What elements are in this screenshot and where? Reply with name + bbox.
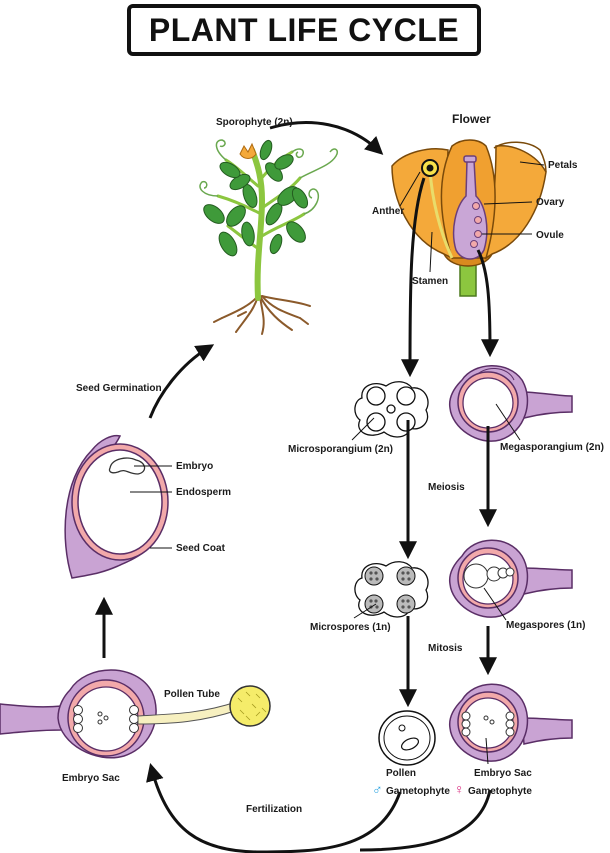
label-seed-coat: Seed Coat [176,543,226,554]
label-pollen: Pollen [386,768,416,779]
label-sporophyte: Sporophyte (2n) [216,117,293,128]
cycle-arrows [95,121,499,853]
label-megaspores: Megaspores (1n) [506,620,585,631]
megasporangium-illustration [448,365,573,442]
label-endosperm: Endosperm [176,487,231,498]
flower-illustration [391,139,547,297]
label-ovule: Ovule [536,230,564,241]
label-stamen: Stamen [412,276,448,287]
label-petals: Petals [548,160,578,171]
microsporangium-illustration [354,381,429,438]
sporophyte-plant [199,139,339,335]
arrow-ovule-down [476,249,499,358]
arrow-anther-down [401,177,426,378]
label-fertilization: Fertilization [246,804,302,815]
megaspores-illustration [448,539,573,618]
label-microsporangium: Microsporangium (2n) [288,444,393,455]
label-pollen-gametophyte: Gametophyte [386,786,450,797]
pollen-tube-grain [229,685,271,727]
pollen-grain-illustration [378,710,436,766]
arrow-sporophyte-to-flower [269,121,384,155]
page-title: PLANT LIFE CYCLE [148,11,460,48]
flower-stalk [459,261,477,297]
ovules [470,202,482,248]
label-embryo-sac-left: Embryo Sac [62,773,120,784]
label-pollen-tube: Pollen Tube [164,689,220,700]
arrow-sac-to-fertilization [359,789,492,852]
endosperm [77,449,163,555]
embryo [108,457,146,475]
seed-illustration [64,434,169,579]
label-megasporangium: Megasporangium (2n) [500,442,604,453]
embryo-sac-fertilization-illustration [0,669,271,759]
label-meiosis: Meiosis [428,482,465,493]
male-symbol-icon: ♂ [372,781,383,797]
label-mitosis: Mitosis [428,643,463,654]
arrow-fertilization [146,763,402,853]
label-flower: Flower [452,112,491,126]
title-box: PLANT LIFE CYCLE [127,4,481,56]
microspores-illustration [354,561,429,618]
plant-flower-bud [239,142,257,159]
plant-leaves [203,139,309,257]
embryo-sac-gametophyte-illustration [448,683,573,762]
label-seed-germination: Seed Germination [76,383,162,394]
label-embryo-sac-right: Embryo Sac [474,768,532,779]
female-symbol-icon: ♀ [454,781,465,797]
label-ovary: Ovary [536,197,565,208]
label-anther: Anther [372,206,404,217]
plant-stem [249,147,266,301]
label-embryo-sac-gametophyte: Gametophyte [468,786,532,797]
label-microspores: Microspores (1n) [310,622,391,633]
label-embryo: Embryo [176,461,213,472]
plant-roots [213,295,311,335]
stamen-filament [428,169,454,259]
label-leader-lines [130,161,545,765]
arrow-seed-germination [148,344,215,419]
